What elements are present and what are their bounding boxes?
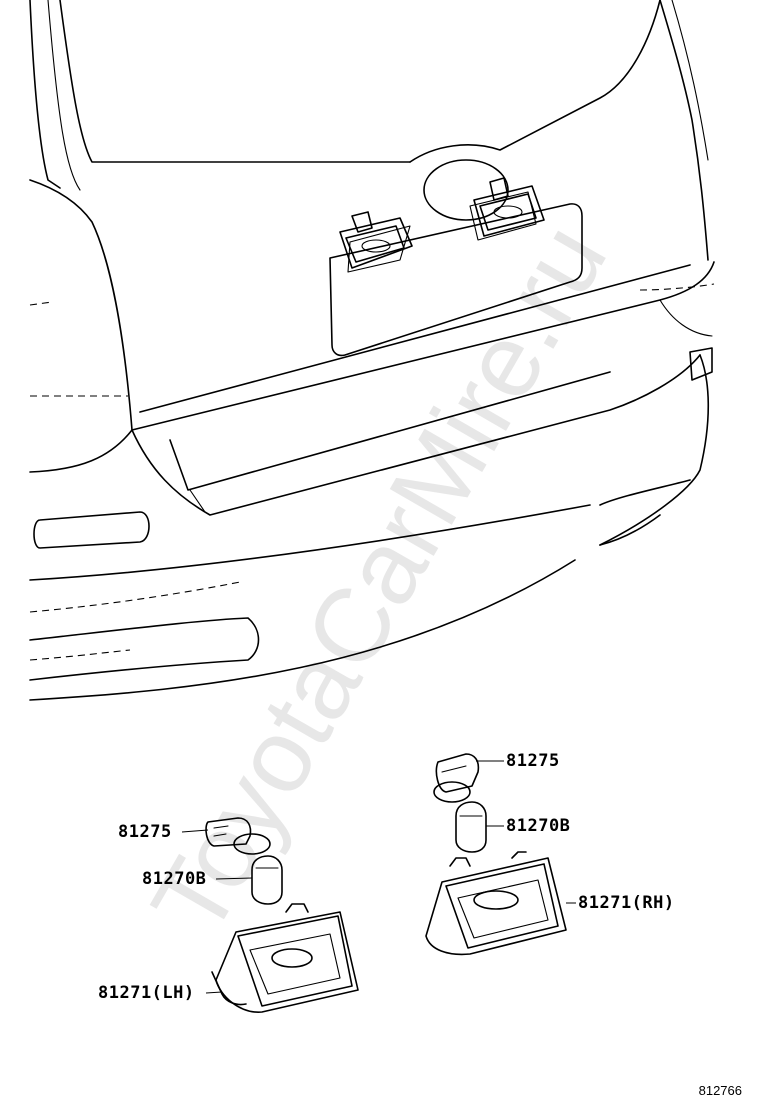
rh-socket (433, 753, 480, 803)
callout-lh-bulb[interactable]: 81270B (142, 869, 207, 889)
callout-rh-socket[interactable]: 81275 (506, 751, 560, 771)
leader-lines (181, 760, 576, 994)
rh-bulb (455, 801, 487, 853)
lh-bulb (251, 855, 283, 905)
diagram-code: 812766 (698, 1083, 742, 1098)
rh-lamp-housing (425, 851, 567, 956)
tailgate-outline (29, 0, 715, 431)
lh-lamp-housing (211, 903, 359, 1013)
hidden-lines (29, 283, 715, 661)
callout-rh-bulb[interactable]: 81270B (506, 816, 571, 836)
callout-rh-lamp[interactable]: 81271(RH) (578, 893, 675, 913)
lh-socket (205, 817, 271, 855)
installed-lamp-lh (339, 211, 413, 269)
callout-lh-lamp[interactable]: 81271(LH) (98, 983, 195, 1003)
callout-lh-socket[interactable]: 81275 (118, 822, 172, 842)
license-plate-recess (329, 191, 583, 357)
bumper-outline (29, 347, 713, 701)
installed-lamp-rh (473, 177, 545, 237)
